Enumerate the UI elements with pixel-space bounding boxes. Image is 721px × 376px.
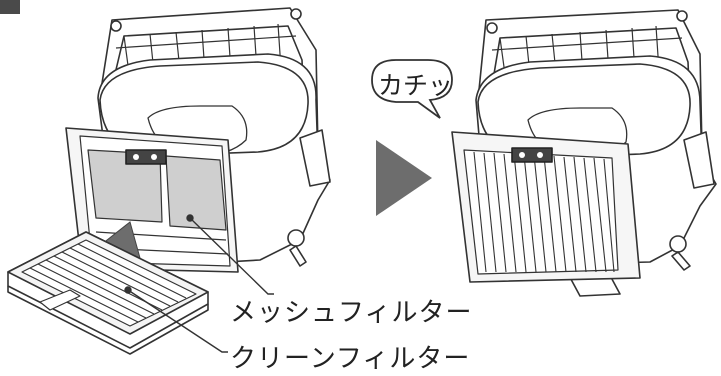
step-marker (0, 0, 20, 14)
leader-lines-left (124, 214, 274, 353)
installed-filter-right (451, 131, 641, 283)
click-sound-text: カチッ (378, 71, 454, 100)
next-step-arrow (376, 140, 432, 216)
clean-filter (7, 231, 209, 355)
mesh-filter-label: メッシュフィルター (230, 298, 473, 328)
clean-filter-label: クリーンフィルター (230, 344, 471, 374)
click-sound-bubble (371, 59, 453, 119)
